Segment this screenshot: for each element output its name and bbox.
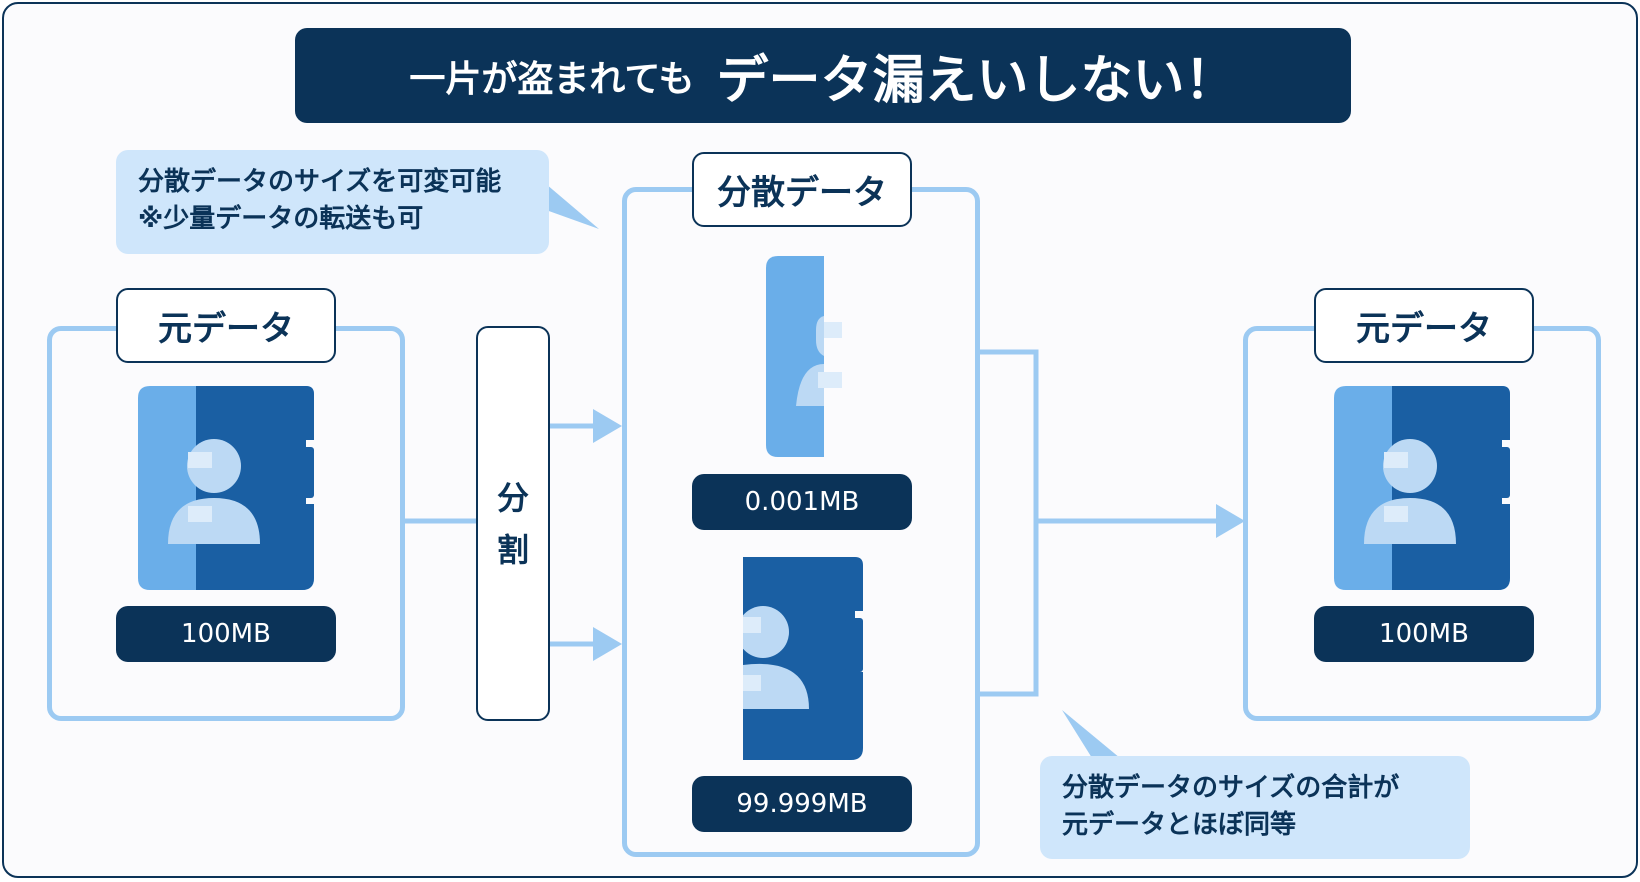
distributed-data-label: 分散データ — [692, 152, 912, 227]
title-prefix: 一片が盗まれても — [409, 58, 695, 100]
split-char: 割 — [496, 530, 529, 569]
title-banner: 一片が盗まれても データ漏えいしない！ — [295, 28, 1351, 123]
connector-layer — [403, 184, 1245, 758]
callout-variable-size: 分散データのサイズを可変可能 ※少量データの転送も可 — [116, 150, 549, 254]
size-pill-piece-large: 99.999MB — [692, 776, 912, 832]
connector-merge-bracket — [978, 349, 1039, 697]
arrow-right-icon — [593, 409, 622, 443]
callout-size-total: 分散データのサイズの合計が 元データとほぼ同等 — [1040, 756, 1470, 859]
split-step-box: 分 割 — [476, 326, 550, 721]
size-pill-left: 100MB — [116, 606, 336, 662]
callout-line: 分散データのサイズの合計が — [1062, 773, 1400, 803]
callout-line: 分散データのサイズを可変可能 — [138, 167, 502, 197]
data-piece-small-icon — [766, 256, 842, 457]
original-data-label-left: 元データ — [116, 288, 336, 363]
size-pill-piece-small: 0.001MB — [692, 474, 912, 530]
callout-top-tail — [546, 184, 599, 229]
id-card-icon — [1334, 386, 1510, 590]
id-card-icon — [138, 386, 314, 590]
arrow-right-icon — [1216, 504, 1245, 538]
arrow-right-icon — [593, 627, 622, 661]
split-char: 分 — [496, 478, 529, 517]
callout-bottom-tail — [1062, 710, 1120, 758]
original-data-label-right: 元データ — [1314, 288, 1534, 363]
callout-line: 元データとほぼ同等 — [1062, 810, 1297, 840]
callout-line: ※少量データの転送も可 — [138, 204, 424, 234]
size-pill-right: 100MB — [1314, 606, 1534, 662]
data-piece-large-icon — [743, 557, 863, 760]
person-icon — [796, 364, 824, 406]
title-main: データ漏えいしない！ — [716, 51, 1237, 111]
